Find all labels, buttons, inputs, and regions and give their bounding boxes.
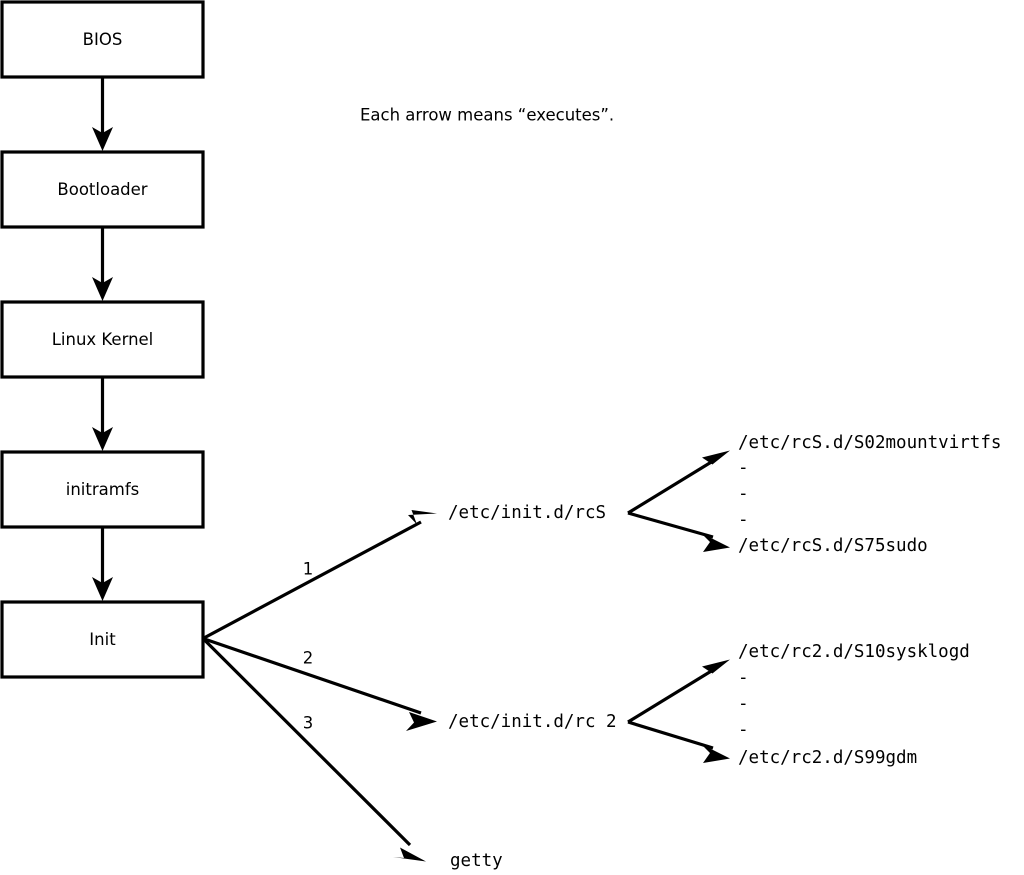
stage-box-bios: BIOS: [0, 0, 205, 79]
label-init-d-rc2: /etc/init.d/rc 2: [448, 712, 617, 732]
arrow-shaft: [627, 720, 714, 750]
stage-box-linux-kernel: Linux Kernel: [0, 300, 205, 379]
arrow-head: [92, 427, 113, 451]
label-getty: getty: [450, 851, 503, 871]
edge-number-2: 2: [303, 649, 314, 668]
stage-box-bootloader: Bootloader: [0, 150, 205, 229]
rc2-ellipsis-dash-1: -: [738, 668, 749, 688]
arrow-init-to-rc2: 2: [202, 636, 437, 731]
rc2-ellipsis-dash-2: -: [738, 694, 749, 714]
arrow-rcs-to-s75sudo: [627, 511, 730, 552]
arrow-head: [702, 659, 730, 681]
arrow-head: [92, 127, 113, 151]
initramfs-box-label: initramfs: [66, 480, 139, 499]
stage-box-initramfs: initramfs: [0, 450, 205, 529]
arrow-shaft: [202, 520, 422, 640]
arrow-rc2-to-s99gdm: [627, 720, 730, 763]
bios-box-label: BIOS: [83, 30, 123, 49]
arrow-head: [393, 847, 426, 862]
arrow-head: [702, 450, 730, 472]
edge-number-3: 3: [303, 714, 314, 733]
arrow-head: [408, 510, 437, 525]
arrow-head: [406, 712, 437, 731]
arrow-bios-to-bootloader: [92, 77, 113, 151]
arrow-init-to-rcs: 1: [202, 510, 437, 640]
arrow-shaft: [627, 668, 714, 724]
label-rcs-d-s75sudo: /etc/rcS.d/S75sudo: [738, 536, 928, 556]
arrow-head: [92, 277, 113, 301]
arrow-head: [92, 577, 113, 601]
stage-box-init: Init: [0, 600, 205, 679]
label-rc2-d-s10sysklogd: /etc/rc2.d/S10sysklogd: [738, 642, 970, 662]
arrow-shaft: [627, 459, 714, 515]
bios-box-rect: [0, 0, 205, 79]
rcs-ellipsis-dash-1: -: [738, 458, 749, 478]
arrow-rcs-to-s02mountvirtfs: [627, 450, 730, 515]
arrow-shaft: [201, 637, 412, 847]
label-init-d-rcs: /etc/init.d/rcS: [448, 503, 606, 523]
arrow-shaft: [202, 636, 422, 715]
init-box-label: Init: [89, 630, 116, 649]
bootloader-box-rect: [0, 150, 205, 229]
diagram-caption: Each arrow means “executes”.: [360, 106, 614, 125]
label-rcs-d-s02mountvirtfs: /etc/rcS.d/S02mountvirtfs: [738, 433, 1001, 453]
label-rc2-d-s99gdm: /etc/rc2.d/S99gdm: [738, 748, 917, 768]
arrow-init-to-getty: 3: [201, 637, 426, 862]
linux-kernel-box-label: Linux Kernel: [52, 330, 154, 349]
rcs-ellipsis-dash-3: -: [738, 510, 749, 530]
bootloader-box-label: Bootloader: [57, 180, 147, 199]
init-box-rect: [0, 600, 205, 679]
arrow-initramfs-to-init: [92, 527, 113, 601]
rcs-ellipsis-dash-2: -: [738, 484, 749, 504]
arrow-shaft: [627, 511, 714, 539]
arrow-bootloader-to-kernel: [92, 227, 113, 301]
initramfs-box-rect: [0, 450, 205, 529]
arrow-kernel-to-initramfs: [92, 377, 113, 451]
rc2-ellipsis-dash-3: -: [738, 720, 749, 740]
arrow-rc2-to-s10sysklogd: [627, 659, 730, 724]
arrow-head: [701, 533, 730, 552]
edge-number-1: 1: [303, 560, 314, 579]
arrow-head: [701, 744, 730, 763]
